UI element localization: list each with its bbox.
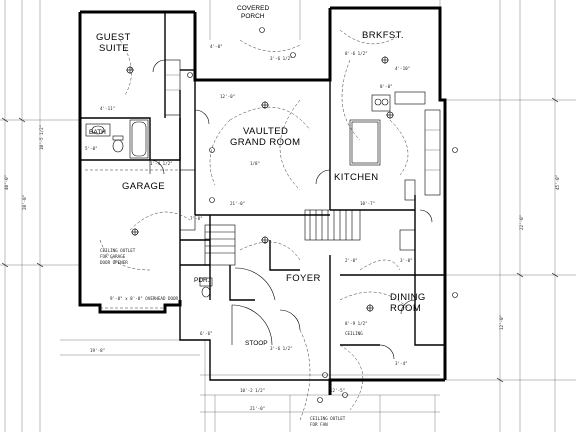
- svg-text:3'-6 1/2": 3'-6 1/2": [270, 56, 293, 61]
- kitchen-label: KITCHEN: [334, 172, 379, 183]
- vaulted-label: VAULTED: [243, 126, 288, 137]
- svg-text:10'-5 1/2": 10'-5 1/2": [39, 125, 44, 150]
- stoop-label: STOOP: [245, 340, 268, 347]
- svg-text:FOR FAN: FOR FAN: [310, 422, 328, 427]
- svg-text:8'-9 1/2": 8'-9 1/2": [345, 321, 368, 326]
- svg-text:7'-8": 7'-8": [190, 216, 203, 221]
- kitchen-fixtures: [349, 91, 441, 251]
- svg-text:1'-4 1/2": 1'-4 1/2": [150, 161, 173, 166]
- stairs: [204, 209, 361, 266]
- svg-text:1/8": 1/8": [250, 161, 260, 166]
- covered-porch-label-1: COVERED: [237, 5, 269, 12]
- svg-text:4'-0": 4'-0": [210, 44, 223, 49]
- brkfst-label: BRKFST.: [362, 30, 404, 41]
- svg-text:8'-6 1/2": 8'-6 1/2": [345, 51, 368, 56]
- dining-label: DINING: [390, 292, 426, 303]
- electrical-circuits: [99, 29, 411, 421]
- svg-text:CEILING: CEILING: [345, 331, 363, 336]
- svg-text:3'-4": 3'-4": [395, 361, 408, 366]
- room-labels: GUEST SUITE COVERED PORCH BRKFST. BATH V…: [89, 5, 426, 347]
- svg-text:21'-0": 21'-0": [250, 406, 265, 411]
- svg-text:45'-0": 45'-0": [555, 175, 560, 190]
- svg-text:2'-0": 2'-0": [345, 258, 358, 263]
- exterior-walls: [78, 6, 447, 395]
- guest-suite-label-2: SUITE: [99, 43, 129, 54]
- svg-text:10'-7": 10'-7": [360, 201, 375, 206]
- covered-porch-label-2: PORCH: [241, 13, 265, 20]
- svg-text:40'-0": 40'-0": [4, 175, 9, 190]
- interior-dimension-notes: 4'-0" 3'-6 1/2" 8'-6 1/2" 4'-10" 12'-0" …: [85, 44, 413, 427]
- guest-suite-label-1: GUEST: [96, 32, 131, 43]
- svg-text:FOR GARAGE: FOR GARAGE: [100, 254, 126, 259]
- svg-text:3'-6 1/2": 3'-6 1/2": [270, 346, 293, 351]
- svg-text:12'-5": 12'-5": [330, 388, 345, 393]
- svg-text:22'-0": 22'-0": [519, 215, 524, 230]
- light-fixture-symbols: [126, 27, 458, 403]
- svg-text:4'-10": 4'-10": [395, 66, 410, 71]
- garage-label: GARAGE: [122, 181, 165, 192]
- svg-text:9'-0" x 8'-0" OVERHEAD DOOR: 9'-0" x 8'-0" OVERHEAD DOOR: [110, 296, 179, 301]
- bath-fixtures: [85, 119, 213, 298]
- svg-text:12'-0": 12'-0": [499, 315, 504, 330]
- svg-text:19'-8": 19'-8": [90, 348, 105, 353]
- interior-walls: [80, 12, 445, 380]
- bath-label: BATH: [89, 129, 106, 136]
- foyer-label: FOYER: [286, 273, 321, 284]
- svg-text:8'-0": 8'-0": [380, 84, 393, 89]
- garage-details: [85, 59, 196, 309]
- svg-text:20'-0": 20'-0": [22, 195, 27, 210]
- svg-text:3'-0": 3'-0": [400, 258, 413, 263]
- room-label: ROOM: [390, 303, 421, 314]
- svg-text:10'-2 1/2": 10'-2 1/2": [240, 388, 265, 393]
- svg-text:12'-0": 12'-0": [220, 94, 235, 99]
- svg-text:21'-0": 21'-0": [230, 201, 245, 206]
- svg-text:6'-6": 6'-6": [200, 331, 213, 336]
- door-swings: [149, 59, 433, 360]
- svg-text:CEILING OUTLET: CEILING OUTLET: [310, 416, 346, 421]
- svg-text:5'-0": 5'-0": [85, 146, 98, 151]
- grand-room-label: GRAND ROOM: [230, 137, 301, 148]
- svg-text:CEILING OUTLET: CEILING OUTLET: [100, 248, 136, 253]
- pdr-label: PDR.: [194, 277, 210, 284]
- svg-text:DOOR OPENER: DOOR OPENER: [100, 260, 128, 265]
- svg-text:4'-11": 4'-11": [100, 106, 115, 111]
